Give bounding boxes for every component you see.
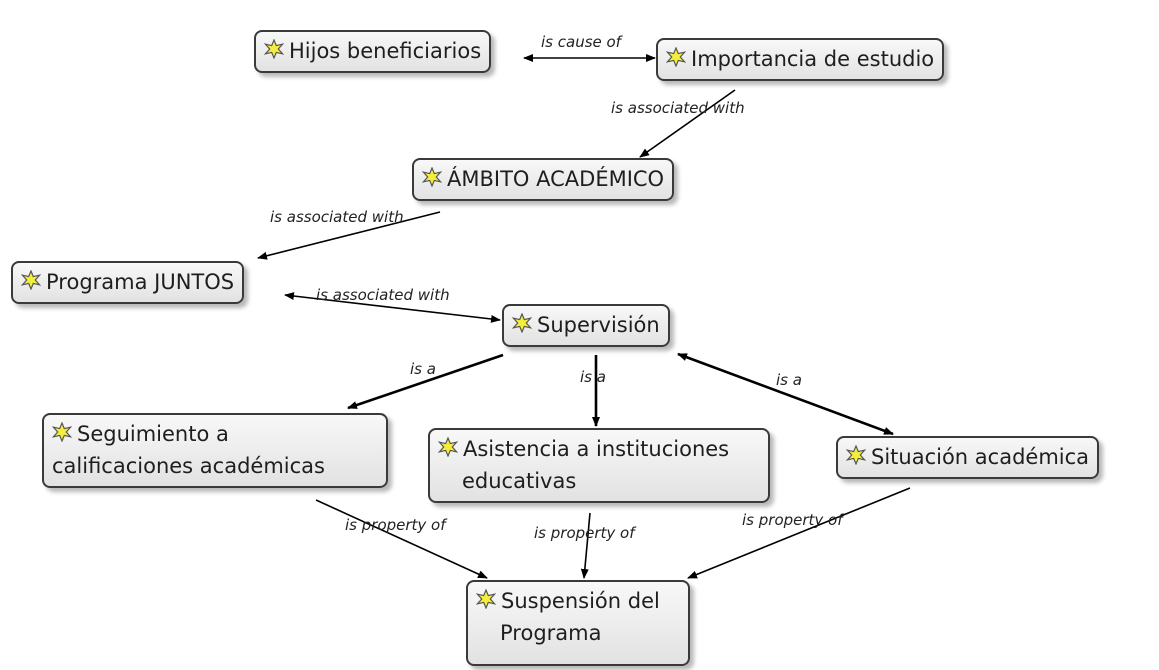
link-label-programa-supervision: is associated with [316,286,450,304]
node-ambito-academico[interactable]: ÁMBITO ACADÉMICO [412,158,675,201]
node-situacion-academica[interactable]: Situación académica [836,436,1100,479]
node-label: ÁMBITO ACADÉMICO [447,167,665,191]
link-label-supervision-situacion: is a [776,371,802,389]
concept-star-icon [438,437,458,457]
concept-star-icon [476,589,496,609]
node-label-line-1: Asistencia a instituciones [463,437,730,461]
link-ambito-programa [257,211,441,260]
node-asistencia-instituciones[interactable]: Asistencia a instituciones educativas [428,428,770,503]
link-seguimiento-suspension [315,499,488,579]
concept-star-icon [512,313,532,333]
link-label-seguimiento-suspension: is property of [345,516,448,534]
node-label: Hijos beneficiarios [289,39,482,63]
node-suspension-programa[interactable]: Suspensión del Programa [466,580,690,666]
link-label-situacion-suspension: is property of [742,511,845,529]
link-label-ambito-programa: is associated with [270,208,404,226]
node-label-line-2: calificaciones académicas [52,454,325,478]
node-label: Supervisión [537,313,660,337]
node-hijos-beneficiarios[interactable]: Hijos beneficiarios [254,30,492,73]
link-label-supervision-seguimiento: is a [410,360,436,378]
concept-star-icon [422,167,442,187]
node-supervision[interactable]: Supervisión [502,304,670,347]
link-programa-supervision [284,292,501,323]
link-asistencia-suspension [580,512,591,579]
node-label-line-2: educativas [462,469,577,493]
link-supervision-situacion [677,352,894,436]
node-label: Importancia de estudio [691,47,935,71]
node-label-line-1: Seguimiento a [77,422,229,446]
concept-star-icon [666,47,686,67]
node-label-line-1: Suspensión del [501,589,660,613]
link-situacion-suspension [687,487,911,579]
link-importancia-ambito [639,89,736,158]
link-label-asistencia-suspension: is property of [534,524,637,542]
node-programa-juntos[interactable]: Programa JUNTOS [11,261,245,304]
link-supervision-seguimiento [347,353,504,410]
node-label-line-2: Programa [500,621,602,645]
link-label-importancia-ambito: is associated with [611,99,745,117]
concept-star-icon [52,422,72,442]
concept-star-icon [21,270,41,290]
link-label-supervision-asistencia: is a [580,368,606,386]
node-label: Situación académica [871,445,1090,469]
concept-star-icon [264,39,284,59]
concept-star-icon [846,445,866,465]
node-importancia-de-estudio[interactable]: Importancia de estudio [656,38,945,81]
link-label-is-cause-of: is cause of [541,33,624,51]
node-seguimiento-calificaciones[interactable]: Seguimiento a calificaciones académicas [42,413,388,488]
node-label: Programa JUNTOS [46,270,235,294]
